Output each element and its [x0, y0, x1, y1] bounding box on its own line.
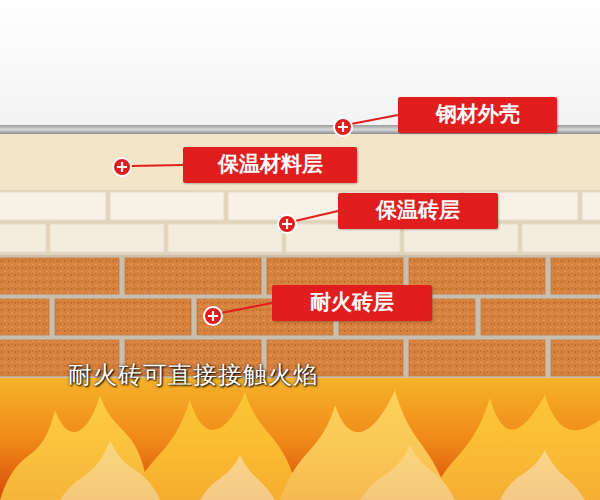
fire — [0, 378, 600, 500]
insulation-brick — [0, 192, 106, 220]
flames — [0, 390, 600, 500]
callout-tag: 保温材料层 — [183, 147, 357, 183]
refractory-brick — [0, 258, 119, 294]
caption-note: 耐火砖可直接接触火焰 — [68, 359, 318, 391]
callout-tag: 钢材外壳 — [398, 97, 557, 133]
plus-marker — [113, 158, 131, 176]
insulation-brick — [582, 192, 600, 220]
plus-marker — [204, 307, 222, 325]
refractory-brick — [125, 258, 261, 294]
insulation-brick — [522, 224, 600, 252]
insulation-brick — [110, 192, 224, 220]
callout-label: 耐火砖层 — [310, 290, 394, 315]
callout-label: 钢材外壳 — [436, 102, 520, 127]
refractory-brick — [481, 299, 600, 335]
callout-tag: 耐火砖层 — [272, 285, 432, 321]
callout-tag: 保温砖层 — [338, 193, 498, 229]
insulation-brick — [50, 224, 164, 252]
refractory-brick — [409, 340, 545, 376]
insulation-brick — [168, 224, 282, 252]
plus-marker — [278, 215, 296, 233]
refractory-brick — [55, 299, 191, 335]
refractory-brick — [551, 258, 600, 294]
plus-marker — [334, 118, 352, 136]
callout-label: 保温材料层 — [218, 152, 323, 177]
insulation-material — [0, 134, 600, 190]
refractory-brick — [551, 340, 600, 376]
insulation-brick — [0, 224, 46, 252]
refractory-bricks — [0, 258, 600, 376]
callout-label: 保温砖层 — [376, 198, 460, 223]
insulation-bricks — [0, 192, 600, 252]
refractory-brick — [0, 299, 49, 335]
